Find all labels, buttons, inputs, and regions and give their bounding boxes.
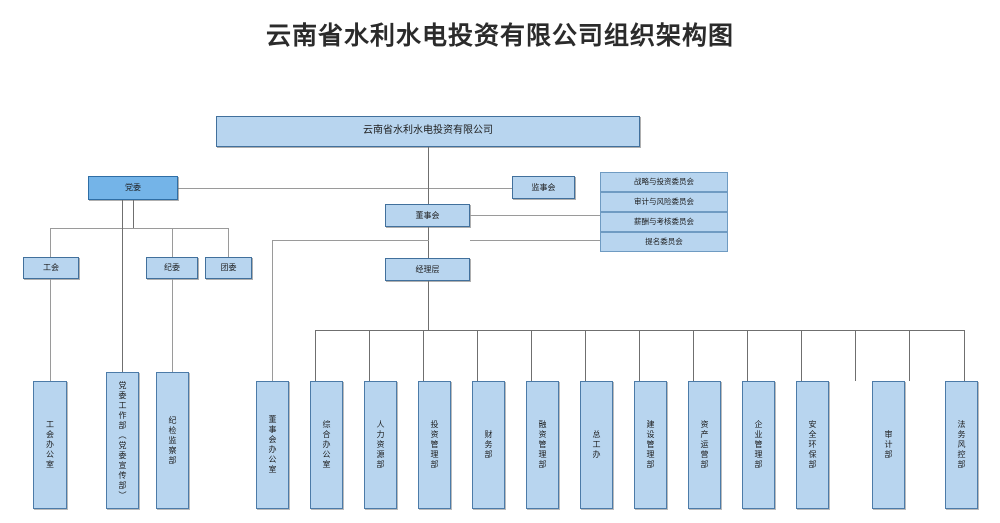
connector-party-to-discipline xyxy=(172,228,173,257)
department-4: 财务部 xyxy=(472,381,505,509)
party-department-label-2: 纪检监察部 xyxy=(168,415,177,466)
party-department-0: 工会办公室 xyxy=(33,381,67,509)
committee-item-0: 战略与投资委员会 xyxy=(600,172,728,192)
connector-department-bus xyxy=(315,330,965,331)
department-label-10: 安全环保部 xyxy=(808,420,817,470)
department-12: 法务风控部 xyxy=(945,381,978,509)
node-board-of-supervisors-label: 监事会 xyxy=(531,182,556,192)
department-drop-4 xyxy=(531,330,532,381)
committee-label-2: 薪酬与考核委员会 xyxy=(634,217,694,227)
department-2: 人力资源部 xyxy=(364,381,397,509)
department-7: 建设管理部 xyxy=(634,381,667,509)
connector-management-down xyxy=(428,281,429,330)
committee-item-1: 审计与风险委员会 xyxy=(600,192,728,212)
department-drop-6 xyxy=(639,330,640,381)
department-label-5: 融资管理部 xyxy=(538,420,547,470)
department-label-8: 资产运营部 xyxy=(700,420,709,470)
connector-union-drop xyxy=(50,279,51,381)
department-0: 董事会办公室 xyxy=(256,381,289,509)
connector-board-office-drop xyxy=(272,240,273,381)
department-9: 企业管理部 xyxy=(742,381,775,509)
department-label-2: 人力资源部 xyxy=(376,420,385,470)
department-5: 融资管理部 xyxy=(526,381,559,509)
node-labor-union-label: 工会 xyxy=(43,263,59,272)
node-youth-league-label: 团委 xyxy=(220,263,237,272)
node-company: 云南省水利水电投资有限公司 xyxy=(216,116,640,147)
node-board-of-supervisors: 监事会 xyxy=(512,176,575,199)
party-department-label-0: 工会办公室 xyxy=(45,420,55,470)
node-company-label: 云南省水利水电投资有限公司 xyxy=(363,125,493,137)
department-label-4: 财务部 xyxy=(484,430,493,460)
committee-item-3: 提名委员会 xyxy=(600,232,728,252)
connector-board-down xyxy=(428,227,429,258)
connector-party-bus xyxy=(50,228,228,229)
department-label-6: 总工办 xyxy=(592,430,601,460)
connector-party-to-union xyxy=(50,228,51,257)
department-drop-1 xyxy=(369,330,370,381)
department-label-3: 投资管理部 xyxy=(430,420,439,470)
party-department-1: 党委工作部（党委宣传部） xyxy=(106,372,139,509)
department-drop-12 xyxy=(964,330,965,381)
connector-party-to-youth xyxy=(228,228,229,257)
node-board-of-directors: 董事会 xyxy=(385,204,470,227)
department-label-0: 董事会办公室 xyxy=(268,415,277,475)
department-drop-9 xyxy=(801,330,802,381)
connector-partycommittee-to-supervisors xyxy=(178,188,512,189)
connector-party-to-workdept xyxy=(122,200,123,381)
connector-company-down xyxy=(428,147,429,188)
department-drop-11 xyxy=(909,330,910,381)
department-label-12: 法务风控部 xyxy=(957,420,966,470)
connector-board-to-committees xyxy=(470,215,600,216)
connector-party-down xyxy=(133,200,134,228)
department-drop-7 xyxy=(693,330,694,381)
node-discipline-committee: 纪委 xyxy=(146,257,198,279)
page-title: 云南省水利水电投资有限公司组织架构图 xyxy=(265,22,734,50)
department-label-11: 审计部 xyxy=(884,430,893,460)
connector-discipline-drop xyxy=(172,279,173,381)
committee-item-2: 薪酬与考核委员会 xyxy=(600,212,728,232)
department-10: 安全环保部 xyxy=(796,381,829,509)
party-department-label-1: 党委工作部（党委宣传部） xyxy=(118,380,127,501)
department-6: 总工办 xyxy=(580,381,613,509)
node-management-label: 经理层 xyxy=(415,264,440,274)
department-label-1: 综合办公室 xyxy=(322,420,331,470)
connector-board-to-office-branch xyxy=(272,240,429,241)
node-labor-union: 工会 xyxy=(23,257,79,279)
committee-label-3: 提名委员会 xyxy=(645,237,683,247)
department-drop-2 xyxy=(423,330,424,381)
department-11: 审计部 xyxy=(872,381,905,509)
node-party-committee: 党委 xyxy=(88,176,178,200)
department-drop-0 xyxy=(315,330,316,381)
connector-board-to-committees-lower xyxy=(470,240,600,241)
department-drop-5 xyxy=(585,330,586,381)
node-party-committee-label: 党委 xyxy=(125,183,141,192)
department-8: 资产运营部 xyxy=(688,381,721,509)
department-drop-8 xyxy=(747,330,748,381)
committee-label-0: 战略与投资委员会 xyxy=(634,177,694,187)
department-label-9: 企业管理部 xyxy=(754,420,763,470)
department-drop-3 xyxy=(477,330,478,381)
department-1: 综合办公室 xyxy=(310,381,343,509)
node-management: 经理层 xyxy=(385,258,470,281)
department-label-7: 建设管理部 xyxy=(646,420,655,470)
connector-company-to-board xyxy=(428,188,429,204)
party-department-2: 纪检监察部 xyxy=(156,372,189,509)
committee-label-1: 审计与风险委员会 xyxy=(634,197,694,207)
node-youth-league: 团委 xyxy=(205,257,252,279)
node-board-of-directors-label: 董事会 xyxy=(415,210,440,220)
node-discipline-committee-label: 纪委 xyxy=(164,263,180,272)
department-3: 投资管理部 xyxy=(418,381,451,509)
department-drop-10 xyxy=(855,330,856,381)
